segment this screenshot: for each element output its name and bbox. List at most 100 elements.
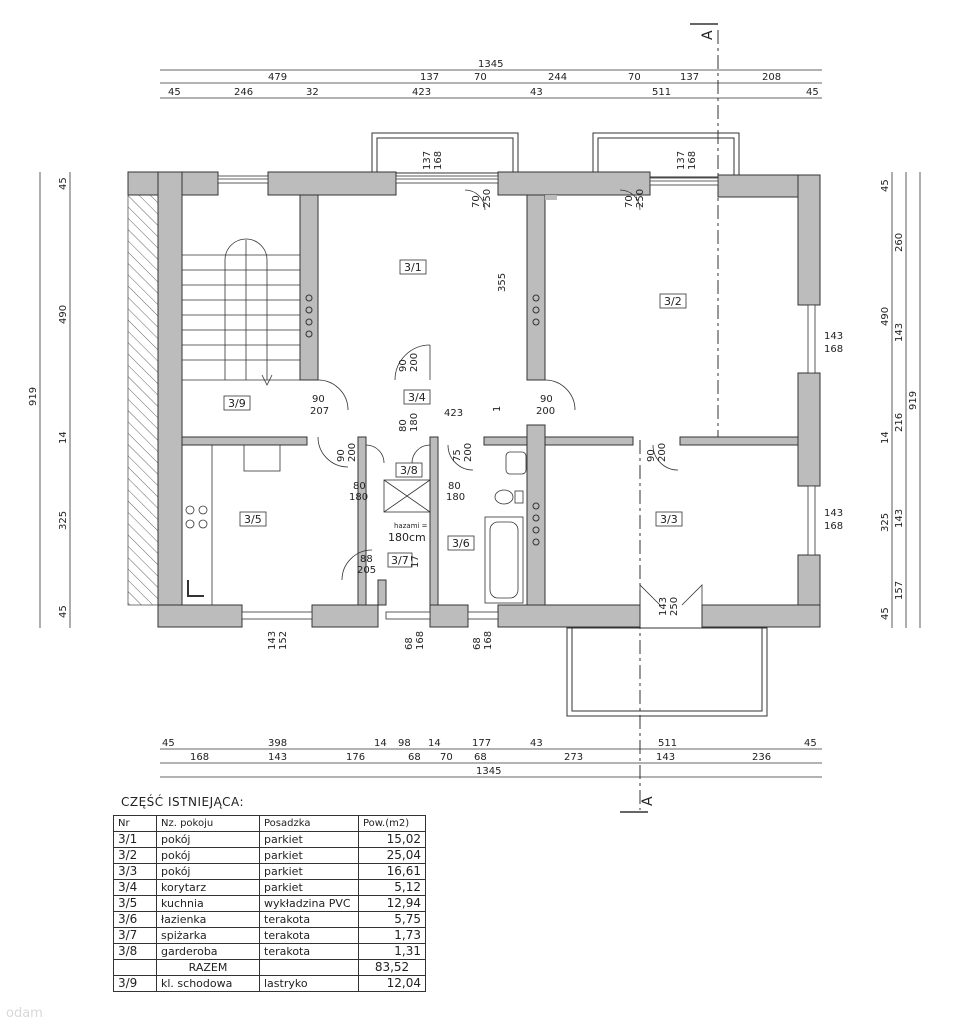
dim-top-row2-7: 208 <box>762 72 781 83</box>
d31b-height: 250 <box>482 189 493 208</box>
windows <box>217 175 816 620</box>
row-floor: parkiet <box>259 847 359 864</box>
row-area: 5,75 <box>358 911 426 928</box>
d39-height: 207 <box>310 406 329 417</box>
row-area: 12,04 <box>358 975 426 992</box>
room-label-3-3: 3/3 <box>660 513 678 526</box>
dim-right-a-1: 45 <box>880 179 891 192</box>
row-area: 15,02 <box>358 831 426 848</box>
d33b-width: 143 <box>658 597 669 616</box>
d37-width: 88 <box>360 554 373 565</box>
dim-bottom-row2-6: 68 <box>474 752 487 763</box>
dim-bottom-row1-4: 98 <box>398 738 411 749</box>
dim-right-b-1: 490 <box>880 307 891 326</box>
row-floor: parkiet <box>259 831 359 848</box>
watermark: odam <box>6 1006 43 1021</box>
d35-width: 90 <box>336 449 347 462</box>
dim-bottom-row2-1: 168 <box>190 752 209 763</box>
row-nr: 3/2 <box>113 847 157 864</box>
neighbour-wall-hatch <box>127 194 159 606</box>
d31b-width: 70 <box>471 195 482 208</box>
header-floor: Posadzka <box>259 815 359 832</box>
d32b-height: 250 <box>635 189 646 208</box>
row-name: garderoba <box>156 943 260 960</box>
legend-title: CZĘŚĆ ISTNIEJĄCA: <box>121 795 245 809</box>
d38top-width: 80 <box>398 419 409 432</box>
row-area: 1,73 <box>358 927 426 944</box>
total-area: 83,52 <box>358 959 426 976</box>
row-area: 12,94 <box>358 895 426 912</box>
dim-top-row3-4: 423 <box>412 87 431 98</box>
dim-top-row3-7: 45 <box>806 87 819 98</box>
row-nr: 3/1 <box>113 831 157 848</box>
corr-height: 1 <box>492 406 503 412</box>
room-label-3-6: 3/6 <box>452 537 470 550</box>
d31-width: 90 <box>398 359 409 372</box>
row-name: korytarz <box>156 879 260 896</box>
dim-top-row2-5: 70 <box>628 72 641 83</box>
dim-bottom-row2-3: 176 <box>346 752 365 763</box>
dim-right-a-4: 216 <box>894 413 905 432</box>
header-area: Pow.(m2) <box>358 815 426 832</box>
dim-top-total: 1345 <box>478 59 503 70</box>
room-label-3-1: 3/1 <box>404 261 422 274</box>
dim-bottom-row1-8: 511 <box>658 738 677 749</box>
dim-top-row2-1: 479 <box>268 72 287 83</box>
dim-top-row3-3: 32 <box>306 87 319 98</box>
dim-top-row3-6: 511 <box>652 87 671 98</box>
dim-right-b-2: 14 <box>880 431 891 444</box>
d33b-height: 250 <box>669 597 680 616</box>
row-area: 25,04 <box>358 847 426 864</box>
staircase <box>182 238 300 386</box>
opening-annotations: 137 168 70 250 355 137 168 70 250 90 200… <box>267 151 698 650</box>
w37-width: 68 <box>404 637 415 650</box>
w36-width: 68 <box>472 637 483 650</box>
room-label-3-4: 3/4 <box>408 391 426 404</box>
dim-bottom-row2-8: 143 <box>656 752 675 763</box>
row-floor: terakota <box>259 911 359 928</box>
d36-height: 200 <box>463 443 474 462</box>
d38l-height: 180 <box>349 492 368 503</box>
dimension-lines <box>39 69 921 778</box>
dim-bottom-row1-5: 14 <box>428 738 441 749</box>
dim-right-a-2: 260 <box>894 233 905 252</box>
bathroom-fixtures <box>484 451 527 604</box>
room-label-3-5: 3/5 <box>244 513 262 526</box>
dim-left-inner-2: 490 <box>58 305 69 324</box>
dim-bottom-row1-1: 45 <box>162 738 175 749</box>
doors <box>317 189 703 606</box>
w37-height: 168 <box>415 631 426 650</box>
row-floor: parkiet <box>259 879 359 896</box>
kitchen-fixtures <box>181 444 281 606</box>
dim-bottom-row1-3: 14 <box>374 738 387 749</box>
dim-left-inner-3: 14 <box>58 431 69 444</box>
win33r-height: 168 <box>824 521 843 532</box>
row-nr: 3/9 <box>113 975 157 992</box>
dim-right-a-6: 157 <box>894 581 905 600</box>
header-nr: Nr <box>113 815 157 832</box>
row-floor: lastryko <box>259 975 359 992</box>
d33-width: 90 <box>646 449 657 462</box>
row-nr: 3/4 <box>113 879 157 896</box>
d37w: 17 <box>410 555 421 568</box>
win33r-width: 143 <box>824 508 843 519</box>
dim-top-row3-2: 246 <box>234 87 253 98</box>
win32r-height: 168 <box>824 344 843 355</box>
d32-height: 200 <box>536 406 555 417</box>
opening-annotations-h: 90 207 423 90 200 80 180 80 180 143 168 … <box>310 331 843 576</box>
corr-length: 423 <box>444 408 463 419</box>
height-note-2: 180cm <box>388 531 426 544</box>
wall-corner-right-top <box>545 195 557 200</box>
row-name: łazienka <box>156 911 260 928</box>
balconies <box>371 132 768 717</box>
room-label-3-8: 3/8 <box>400 464 418 477</box>
row-nr: 3/7 <box>113 927 157 944</box>
dim-left-inner-1: 45 <box>58 177 69 190</box>
d32b-width: 70 <box>624 195 635 208</box>
